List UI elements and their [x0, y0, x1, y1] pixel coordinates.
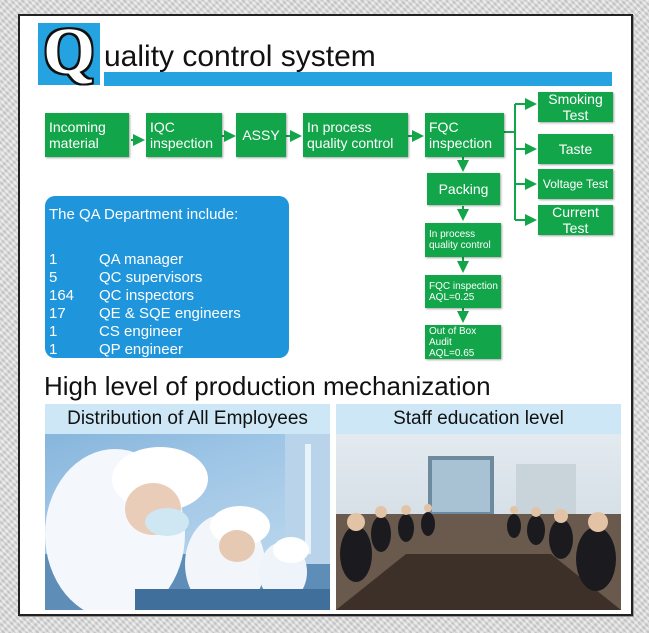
step-incoming-material: Incoming material	[45, 113, 129, 157]
qa-department-box: The QA Department include: 1 QA manager 5…	[45, 196, 289, 358]
step-in-process-2-label: In process quality control	[429, 229, 491, 251]
qa-row: 1 QP engineer	[49, 341, 285, 359]
step-incoming-material-label: Incoming material	[49, 119, 106, 151]
qa-row-role: QP engineer	[99, 341, 183, 358]
qa-row-count: 5	[49, 269, 58, 286]
page-title: uality control system	[104, 40, 376, 73]
step-fqc-inspection: FQC inspection	[425, 113, 504, 157]
q-logo-letter: Q	[43, 15, 95, 88]
step-assy: ASSY	[236, 113, 286, 157]
step-iqc-inspection-label: IQC inspection	[150, 119, 214, 151]
qa-row-role: QE & SQE engineers	[99, 305, 241, 322]
test-smoking-label: Smoking Test	[548, 91, 603, 123]
q-logo-square	[38, 23, 100, 85]
qa-row-role: CS engineer	[99, 323, 183, 340]
qa-row: 5 QC supervisors	[49, 269, 285, 287]
step-out-of-box-audit: Out of Box Audit AQL=0.65	[425, 325, 501, 359]
test-voltage: Voltage Test	[538, 169, 613, 199]
qa-row-count: 164	[49, 287, 75, 304]
infographic-panel: Q uality control system Incoming mater	[18, 14, 633, 616]
qa-department-heading: The QA Department include:	[49, 206, 239, 223]
photo-production-workers: Distribution of All Employees	[45, 404, 330, 610]
section-subtitle: High level of production mechanization	[44, 371, 491, 401]
workers-illustration	[45, 434, 330, 610]
test-smoking: Smoking Test	[538, 91, 613, 123]
qa-row: 1 CS engineer	[49, 323, 285, 341]
photo-meeting-room: Staff education level	[336, 404, 621, 610]
step-in-process-label: In process quality control	[307, 119, 394, 151]
step-fqc-inspection-aql: FQC inspection AQL=0.25	[425, 275, 501, 308]
step-fqc-inspection-label: FQC inspection	[429, 119, 493, 151]
test-current-label: Current Test	[552, 204, 599, 236]
qa-row: 17 QE & SQE engineers	[49, 305, 285, 323]
qa-row-count: 17	[49, 305, 66, 322]
test-taste-label: Taste	[558, 141, 593, 157]
qa-row: 164 QC inspectors	[49, 287, 285, 305]
step-in-process-quality-control: In process quality control	[303, 113, 408, 157]
test-voltage-label: Voltage Test	[542, 177, 609, 191]
flow-connectors	[131, 98, 537, 323]
meeting-illustration	[336, 456, 621, 610]
qa-row-role: QC supervisors	[99, 269, 203, 286]
step-fqc-aql-label: FQC inspection AQL=0.25	[429, 280, 498, 303]
qa-row-count: 1	[49, 341, 58, 358]
qa-row-count: 1	[49, 323, 58, 340]
step-assy-label: ASSY	[242, 127, 280, 143]
step-packing: Packing	[427, 173, 500, 205]
qa-row-count: 1	[49, 251, 58, 268]
title-underline-bar	[104, 72, 612, 86]
step-out-of-box-audit-label: Out of Box Audit AQL=0.65	[429, 325, 477, 359]
qa-row: 1 QA manager	[49, 251, 285, 269]
photo-right-caption: Staff education level	[336, 404, 621, 434]
step-in-process-quality-control-2: In process quality control	[425, 223, 501, 257]
test-current: Current Test	[538, 204, 613, 236]
step-packing-label: Packing	[438, 181, 489, 197]
test-taste: Taste	[538, 134, 613, 164]
qa-row-role: QC inspectors	[99, 287, 195, 304]
qa-row-role: QA manager	[99, 251, 184, 268]
photo-left-caption: Distribution of All Employees	[45, 404, 330, 434]
step-iqc-inspection: IQC inspection	[146, 113, 222, 157]
